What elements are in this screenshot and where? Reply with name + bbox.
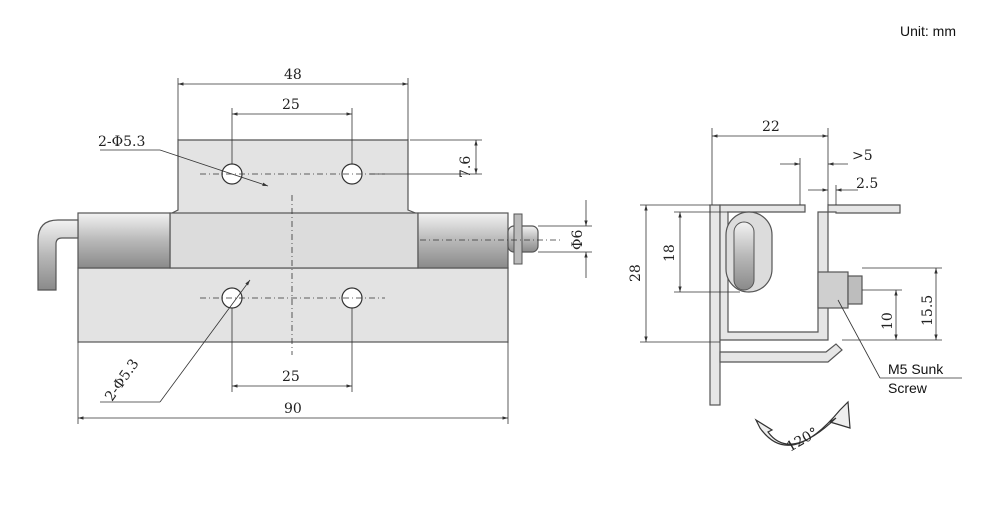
side-u-bracket — [719, 204, 829, 341]
dim-phi6: Φ6 — [570, 230, 586, 250]
side-leaf-left — [709, 204, 721, 406]
side-nut — [847, 275, 863, 305]
unit-label: Unit: mm — [900, 23, 956, 39]
screw-label-line2: Screw — [888, 380, 928, 396]
side-view: 22 >5 2.5 28 18 10 15.5 M5 Sun — [628, 119, 962, 455]
front-view: 48 25 7.6 2-Φ5.3 Φ6 2-Φ5.3 25 — [37, 67, 592, 424]
side-flange-bottom — [719, 343, 843, 363]
rotation-label: 120° — [784, 425, 821, 456]
screw-label-line1: M5 Sunk — [888, 361, 944, 377]
barrel — [169, 212, 419, 269]
bent-pin — [37, 219, 79, 291]
top-leaf — [169, 139, 419, 215]
dim-gt5: >5 — [852, 148, 873, 164]
bottom-leaf — [77, 267, 509, 343]
pin-collar — [513, 213, 523, 265]
rotation-arrow — [754, 400, 851, 446]
dim-28: 28 — [628, 264, 644, 282]
dim-48: 48 — [284, 67, 302, 83]
side-flange-top — [827, 204, 901, 214]
pin-tip — [507, 225, 539, 253]
dim-10: 10 — [880, 312, 896, 330]
dim-2-5: 2.5 — [856, 176, 878, 192]
dim-15-5: 15.5 — [920, 295, 936, 326]
dim-25-top: 25 — [282, 97, 300, 113]
barrel-left-knuckle — [77, 212, 171, 269]
hole-label-top: 2-Φ5.3 — [98, 134, 145, 150]
dim-22: 22 — [762, 119, 780, 135]
side-pin — [733, 221, 755, 291]
dim-18: 18 — [662, 244, 678, 262]
barrel-right-knuckle — [417, 212, 509, 269]
dim-90: 90 — [284, 401, 302, 417]
side-screw — [817, 271, 849, 309]
hole-label-bottom: 2-Φ5.3 — [102, 356, 142, 404]
dim-25-bottom: 25 — [282, 369, 300, 385]
dim-7-6: 7.6 — [458, 156, 474, 178]
